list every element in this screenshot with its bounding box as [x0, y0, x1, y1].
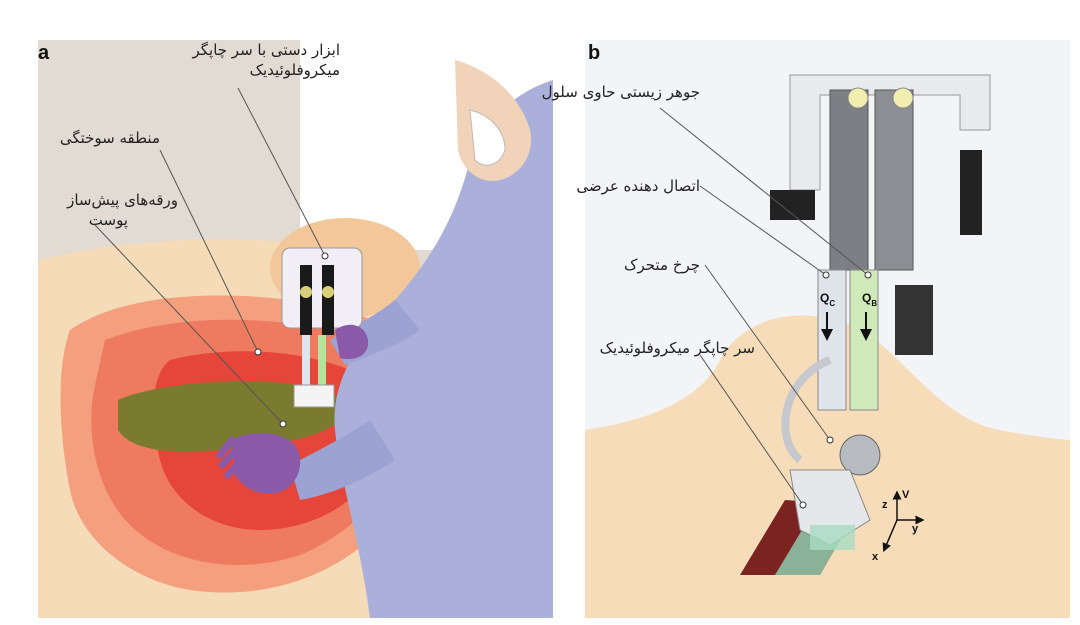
printer-side-clamp [960, 150, 982, 235]
dot-skin-precursor [279, 420, 287, 428]
label-skin-precursor-line1: ورقه‌های پیش‌ساز [67, 191, 178, 209]
label-skin-precursor: ورقه‌های پیش‌ساز پوست [38, 190, 178, 230]
syringe-cap-left [847, 87, 869, 109]
dot-handheld-tool [321, 252, 329, 260]
label-skin-precursor-line2: پوست [88, 211, 128, 229]
roller-wheel [839, 434, 881, 476]
handheld-device-barrel-left [300, 265, 312, 335]
device-tube-left [302, 335, 310, 385]
glove-fingers [216, 436, 249, 479]
hose [781, 356, 832, 464]
qb-label: QB [862, 291, 877, 308]
label-burn-area: منطقه سوختگی [59, 129, 160, 147]
handheld-device-barrel-right [322, 265, 334, 335]
device-knob-right [322, 286, 334, 298]
device-printhead [293, 384, 335, 408]
doctor-mask [469, 109, 506, 166]
label-printhead: سر چاپگر میکروفلوئیدیک [599, 339, 755, 357]
leader-roller [704, 264, 831, 441]
skin-surface [585, 315, 1070, 618]
label-handheld-tool-line2: میکروفلوئیدیک [249, 61, 340, 79]
device-tube-right [318, 335, 326, 385]
syringe-cap-right [892, 87, 914, 109]
nozzle [810, 525, 855, 550]
label-handheld-tool-line1: ابزار دستی با سر چاپگر [192, 41, 340, 59]
lower-glove [232, 433, 301, 495]
motor-block [895, 285, 933, 355]
label-bioink: جوهر زیستی حاوی سلول [541, 83, 700, 101]
dot-burn-area [254, 348, 262, 356]
qc-label: QC [820, 291, 835, 308]
label-roller: چرخ متحرک [624, 256, 700, 274]
doctor-lower-arm [290, 420, 395, 500]
syringe-barrel-right [874, 89, 914, 271]
coordinate-axes: z V y x [872, 489, 925, 563]
leader-handheld-tool [237, 87, 326, 257]
axis-y: y [912, 523, 919, 535]
dot-crosslinker [822, 271, 830, 279]
dot-bioink [864, 271, 872, 279]
syringe-barrel-left [829, 89, 869, 271]
device-knob-left [300, 286, 312, 298]
label-crosslinker: اتصال دهنده عرضی [576, 177, 700, 195]
upper-glove [335, 324, 369, 360]
printer-left-clamp [770, 190, 815, 220]
leader-printhead [699, 354, 804, 506]
axis-z: z [882, 499, 888, 511]
leader-skin-precursor [94, 224, 284, 425]
axis-v: V [902, 489, 910, 501]
doctor-gown [334, 80, 553, 618]
leader-burn-area [159, 149, 259, 353]
axis-x: x [872, 551, 879, 563]
leader-bioink [659, 107, 869, 276]
label-handheld-tool: ابزار دستی با سر چاپگر میکروفلوئیدیک [150, 40, 340, 80]
panel-b-letter: b [588, 42, 601, 64]
panel-a-letter: a [38, 42, 50, 64]
dot-printhead [799, 501, 807, 509]
dot-roller [826, 436, 834, 444]
leader-crosslinker [699, 185, 827, 276]
skin-precursor-sheet [118, 380, 346, 452]
